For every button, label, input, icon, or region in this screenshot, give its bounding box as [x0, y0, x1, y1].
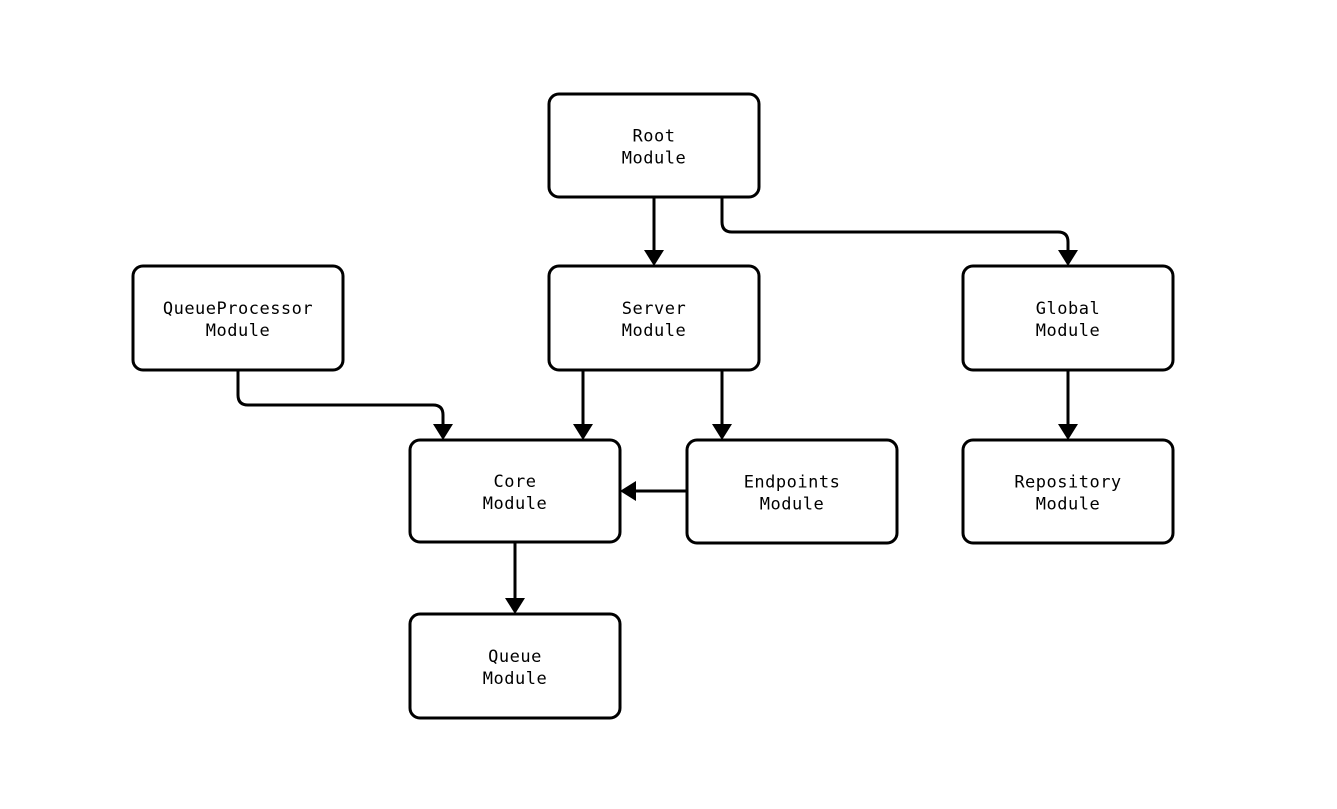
arrowhead-icon: [644, 250, 664, 266]
arrowhead-icon: [433, 424, 453, 440]
edge-server-to-core: [573, 370, 593, 440]
edge-global-to-repository: [1058, 370, 1078, 440]
node-box[interactable]: [961, 438, 1175, 545]
edge-server-to-endpoints: [712, 370, 732, 440]
node-label-line2: Module: [206, 321, 270, 341]
arrowhead-icon: [573, 424, 593, 440]
node-box[interactable]: [408, 612, 622, 720]
arrowhead-icon: [1058, 250, 1078, 266]
node-label-line2: Module: [622, 149, 686, 169]
node-label-line1: Queue: [488, 647, 542, 667]
node-label-line1: Repository: [1014, 473, 1121, 493]
edge-queueprocessor-to-core: [236, 370, 453, 440]
arrowhead-icon: [505, 598, 525, 614]
node-label-line2: Module: [760, 495, 824, 515]
node-label-line1: Server: [622, 299, 686, 319]
edge-line: [236, 370, 445, 424]
node-label-line2: Module: [622, 321, 686, 341]
node-box[interactable]: [685, 438, 899, 545]
node-label-line2: Module: [483, 494, 547, 514]
arrowhead-icon: [1058, 424, 1078, 440]
arrowhead-icon: [620, 481, 636, 501]
edge-root-to-server: [644, 197, 664, 266]
node-label-line1: Core: [494, 472, 537, 492]
node-box[interactable]: [408, 438, 622, 544]
node-label-line2: Module: [1036, 495, 1100, 515]
edge-core-to-queue: [505, 542, 525, 614]
node-label-line1: QueueProcessor: [163, 299, 313, 319]
edges-layer: [236, 197, 1078, 614]
node-label-line2: Module: [1036, 321, 1100, 341]
node-box[interactable]: [547, 92, 761, 199]
edge-endpoints-to-core: [620, 481, 687, 501]
node-box[interactable]: [961, 264, 1175, 372]
edge-line: [720, 197, 1070, 250]
nodes-layer: RootModuleQueueProcessorModuleServerModu…: [131, 92, 1175, 720]
edge-root-to-global: [720, 197, 1078, 266]
node-box[interactable]: [547, 264, 761, 372]
node-label-line1: Global: [1036, 299, 1100, 319]
node-label-line2: Module: [483, 669, 547, 689]
node-box[interactable]: [131, 264, 345, 372]
node-label-line1: Endpoints: [744, 473, 841, 493]
node-label-line1: Root: [633, 127, 676, 147]
arrowhead-icon: [712, 424, 732, 440]
